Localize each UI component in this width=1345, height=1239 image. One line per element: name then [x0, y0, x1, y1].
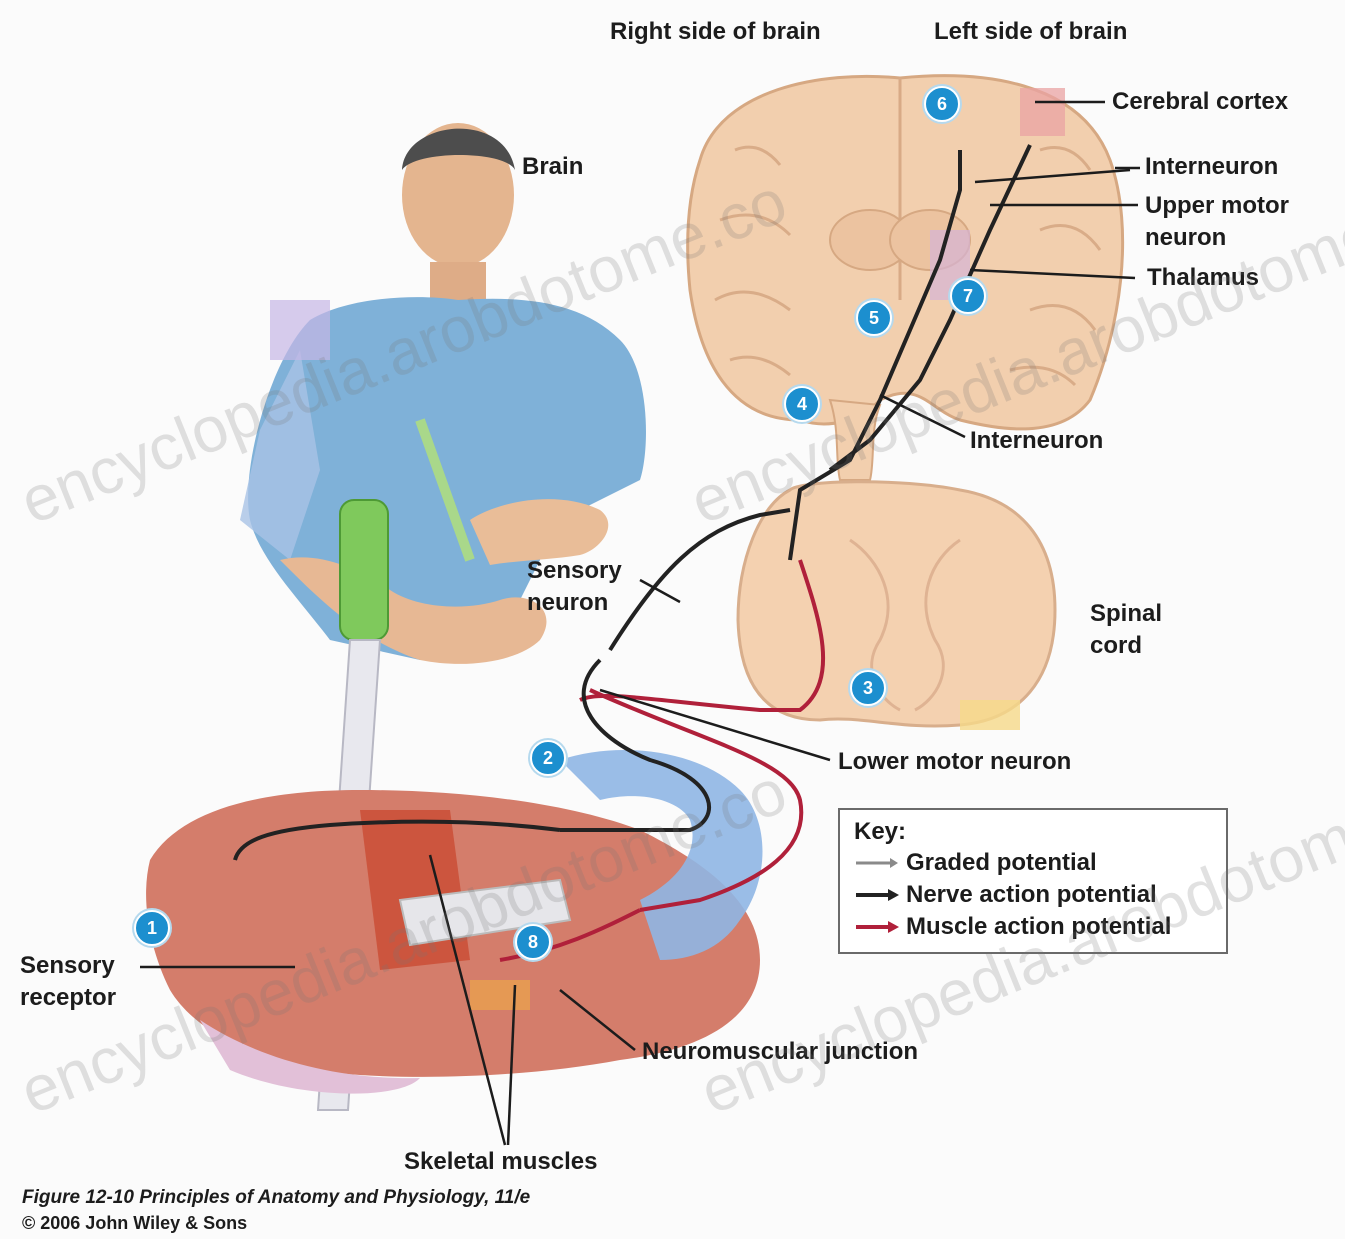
label-interneuron-brain: Interneuron [1145, 152, 1278, 182]
step-badge-6: 6 [924, 86, 960, 122]
step-badge-1: 1 [134, 910, 170, 946]
label-sensory-receptor: Sensory receptor [20, 950, 140, 1014]
nerve-action-potential-swatch [854, 888, 900, 902]
label-lower-motor-neuron: Lower motor neuron [838, 747, 1071, 777]
key-graded-label: Graded potential [906, 849, 1097, 877]
label-left-side-of-brain: Left side of brain [934, 17, 1127, 47]
step-badge-3: 3 [850, 670, 886, 706]
figure-caption: Figure 12-10 Principles of Anatomy and P… [22, 1187, 530, 1209]
step-badge-5: 5 [856, 300, 892, 336]
label-spinal-cord: Spinal cord [1090, 598, 1190, 662]
step-badge-2: 2 [530, 740, 566, 776]
key-row-graded: Graded potential [854, 848, 1097, 878]
label-interneuron-brainstem: Interneuron [970, 426, 1103, 456]
label-skeletal-muscles: Skeletal muscles [404, 1147, 597, 1177]
label-brain: Brain [522, 152, 583, 182]
step-badge-7: 7 [950, 278, 986, 314]
label-right-side-of-brain: Right side of brain [610, 17, 821, 47]
label-sensory-neuron: Sensory neuron [527, 555, 637, 619]
muscle-action-potential-swatch [854, 920, 900, 934]
label-cerebral-cortex: Cerebral cortex [1112, 87, 1288, 117]
key-title: Key: [854, 818, 906, 846]
spinal-cord-section [738, 482, 1055, 730]
copyright-line: © 2006 John Wiley & Sons [22, 1213, 247, 1234]
graded-potential-swatch [854, 856, 900, 870]
